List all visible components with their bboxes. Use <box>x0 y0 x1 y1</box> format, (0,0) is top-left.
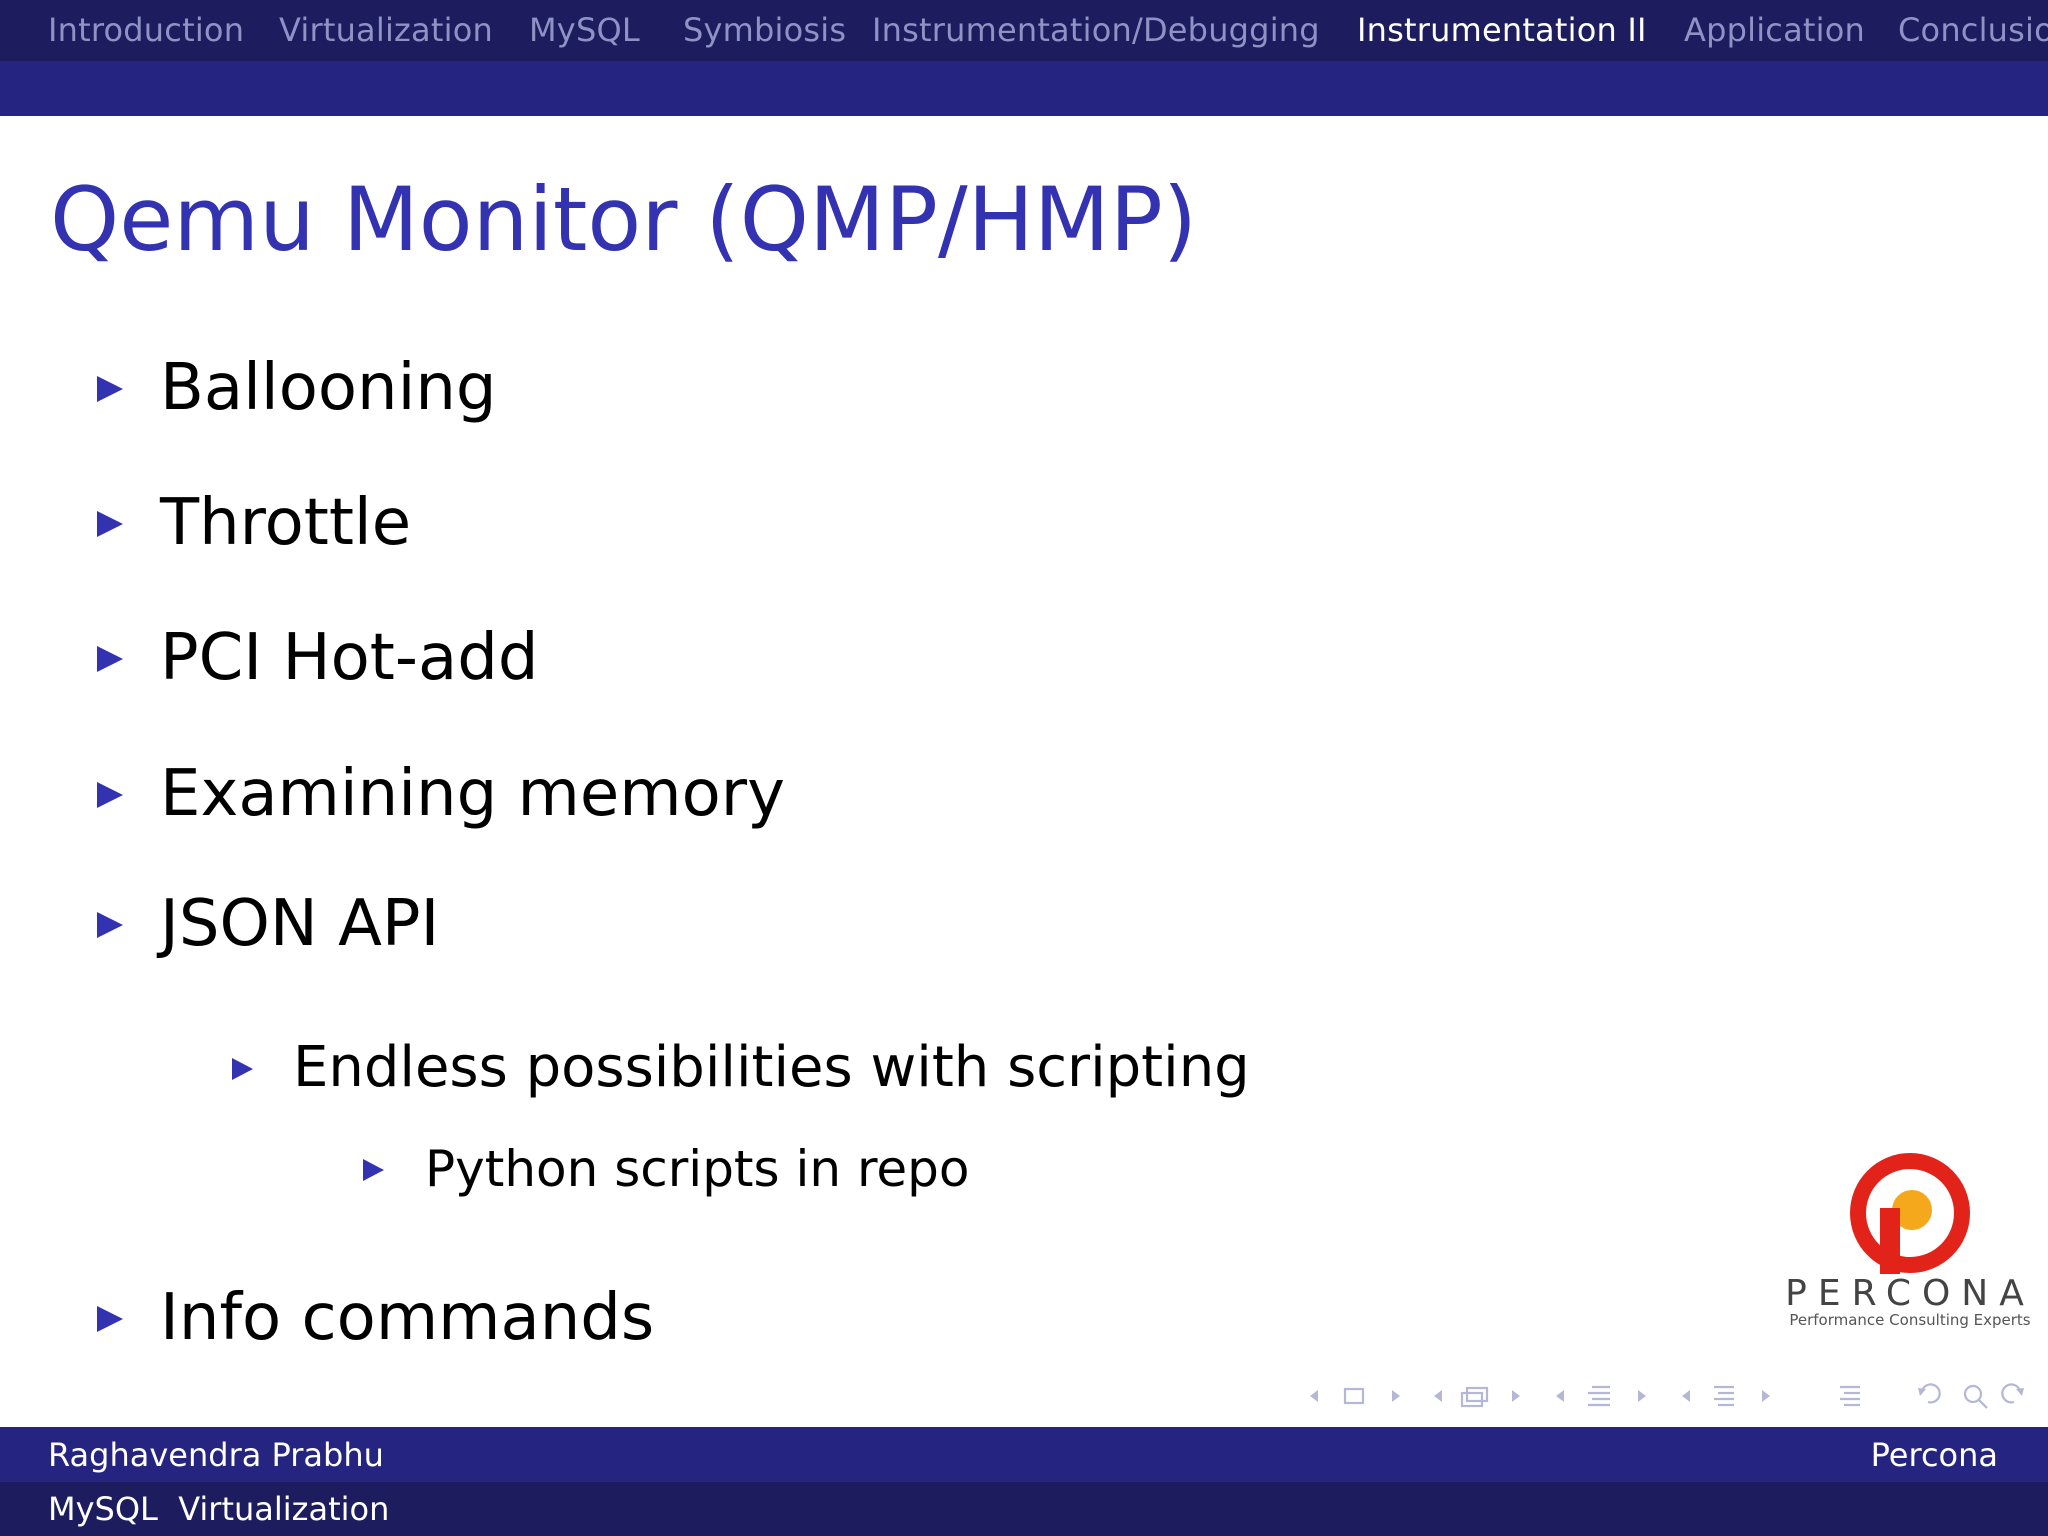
beamer-navigation-symbols <box>1300 1378 2040 1414</box>
footer-title-bar: MySQL Virtualization <box>0 1482 2048 1536</box>
sub-sub-bullet-item: Python scripts in repo <box>0 1129 1300 1209</box>
nav-presentation-icon[interactable] <box>1682 1385 1770 1407</box>
nav-toc-icon[interactable] <box>1840 1385 1860 1407</box>
nav-item-introduction[interactable]: Introduction <box>48 11 245 49</box>
bullet-text: JSON API <box>160 887 440 961</box>
bullet-triangle-icon <box>97 912 123 938</box>
percona-logo-icon <box>1850 1153 1970 1274</box>
sub-bullet-item: Endless possibilities with scripting <box>0 1028 1300 1108</box>
nav-search-icon[interactable] <box>1963 1384 1988 1409</box>
bullet-text: PCI Hot-add <box>160 621 539 695</box>
bullet-item: JSON API <box>0 884 1200 964</box>
bullet-item: Examining memory <box>0 754 1200 834</box>
nav-forward-icon[interactable] <box>2001 1383 2024 1404</box>
bullet-item: Ballooning <box>0 348 1200 428</box>
nav-item-instrumentation-debugging[interactable]: Instrumentation/Debugging <box>872 11 1320 49</box>
nav-section-icon[interactable] <box>1556 1385 1646 1407</box>
bullet-item: Throttle <box>0 483 1200 563</box>
footer-institute: Percona <box>1870 1436 1998 1474</box>
footer-author-bar: Raghavendra Prabhu Percona <box>0 1427 2048 1482</box>
nav-item-virtualization[interactable]: Virtualization <box>279 11 493 49</box>
footer-author: Raghavendra Prabhu <box>48 1436 384 1474</box>
subsection-bar <box>0 61 2048 116</box>
logo-tagline: Performance Consulting Experts <box>1789 1311 2031 1329</box>
bullet-text: Throttle <box>160 486 412 560</box>
bullet-text: Ballooning <box>160 351 497 425</box>
nav-subsection-icon[interactable] <box>1434 1386 1520 1408</box>
section-navigation: Introduction Virtualization MySQL Symbio… <box>0 0 2048 61</box>
nav-item-application[interactable]: Application <box>1684 11 1865 49</box>
bullet-text: Examining memory <box>160 757 785 831</box>
bullet-triangle-icon <box>97 376 123 402</box>
bullet-triangle-icon <box>363 1159 384 1181</box>
slide-title: Qemu Monitor (QMP/HMP) <box>50 168 1198 271</box>
bullet-item: Info commands <box>0 1278 1200 1358</box>
bullet-text: Info commands <box>160 1281 655 1355</box>
bullet-triangle-icon <box>97 782 123 808</box>
footer-short-title: MySQL Virtualization <box>48 1490 390 1528</box>
nav-item-conclusion[interactable]: Conclusio <box>1898 11 2048 49</box>
bullet-triangle-icon <box>97 646 123 672</box>
sub-bullet-text: Endless possibilities with scripting <box>293 1035 1250 1100</box>
bullet-triangle-icon <box>97 511 123 537</box>
nav-item-instrumentation-ii[interactable]: Instrumentation II <box>1357 11 1647 49</box>
bullet-triangle-icon <box>232 1058 253 1080</box>
nav-frame-icon[interactable] <box>1310 1387 1400 1405</box>
sub-sub-bullet-text: Python scripts in repo <box>425 1140 970 1198</box>
percona-logo: PERCONA Performance Consulting Experts <box>1780 1150 2040 1340</box>
logo-wordmark: PERCONA <box>1785 1273 2035 1314</box>
bullet-item: PCI Hot-add <box>0 618 1200 698</box>
bullet-triangle-icon <box>97 1306 123 1332</box>
nav-item-mysql[interactable]: MySQL <box>529 11 640 49</box>
nav-item-symbiosis[interactable]: Symbiosis <box>683 11 847 49</box>
nav-back-icon[interactable] <box>1918 1383 1941 1404</box>
